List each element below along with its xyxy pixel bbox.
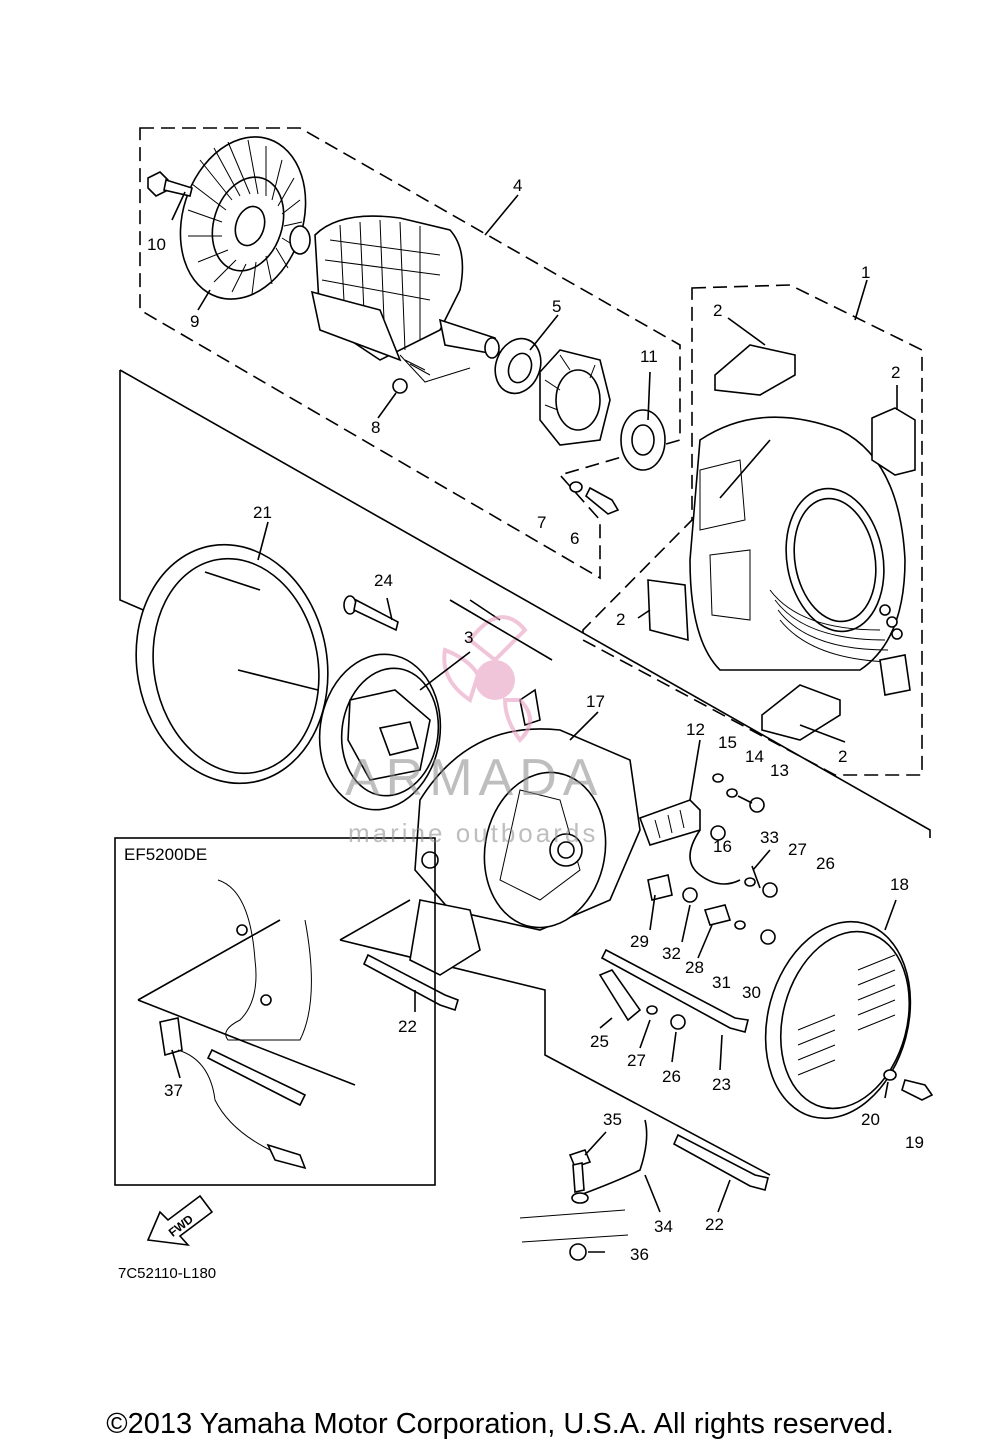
callout-27-upper: 27 [788,840,807,859]
bolt-19 [901,1079,934,1101]
callout-17: 17 [586,692,605,711]
stator-assembly [689,416,911,696]
copyright-notice: ©2013 Yamaha Motor Corporation, U.S.A. A… [106,1408,894,1440]
callout-20: 20 [861,1110,880,1129]
bearing [620,409,666,471]
callout-2-right: 2 [891,363,900,382]
bearing-housing [494,337,542,395]
callout-29: 29 [630,932,649,951]
group-1-boundary [582,284,923,776]
callout-34: 34 [654,1217,673,1236]
ground-bolt-35 [568,1149,592,1193]
ground-washer [571,1192,589,1204]
callout-7: 7 [537,513,546,532]
reference-code: 7C52110-L180 [118,1265,216,1282]
watermark-tagline: marine outboards [348,818,598,848]
callout-25: 25 [590,1032,609,1051]
callout-3: 3 [464,628,473,647]
bushing-32 [682,887,698,903]
callout-27-lower: 27 [627,1051,646,1070]
callout-32: 32 [662,944,681,963]
insulator-pad-d [761,684,841,741]
callout-4: 4 [513,176,522,195]
callout-10: 10 [147,235,166,254]
callout-28: 28 [685,958,704,977]
bracket-25 [598,969,642,1022]
watermark [442,615,532,744]
callout-6: 6 [570,529,579,548]
callout-8: 8 [371,418,380,437]
brush-holder [638,799,701,846]
rear-cover [409,688,641,976]
callout-11: 11 [640,347,658,366]
callout-22-lower: 22 [705,1215,724,1234]
callout-37: 37 [164,1081,183,1100]
washer-7 [569,481,583,493]
washer-31 [734,920,746,930]
screw-26b [670,1014,686,1030]
watermark-brand: ARMADA [345,749,603,807]
washer-27b [646,1005,658,1015]
screw-13 [737,795,765,813]
callout-18: 18 [890,875,909,894]
callout-13: 13 [770,761,789,780]
inset-ef5200de: EF5200DE [114,837,436,1186]
end-cover [764,920,912,1120]
callout-19: 19 [905,1133,924,1152]
callout-30: 30 [742,983,761,1002]
washer-15 [712,773,724,783]
exciter-stator [539,349,611,446]
callout-1: 1 [861,263,870,282]
brush-29 [647,874,673,901]
callout-21: 21 [253,503,272,522]
washer-27a [744,877,756,887]
through-bolt-22b [672,1133,769,1191]
callout-12: 12 [686,720,705,739]
callout-31: 31 [712,973,731,992]
insulator-pad-a [714,344,796,396]
ground-cable-34 [579,1119,648,1196]
callout-24: 24 [374,571,393,590]
callout-14: 14 [745,747,764,766]
callout-35: 35 [603,1110,622,1129]
group-4-boundary [139,127,681,580]
callout-36: 36 [630,1245,649,1264]
callout-5: 5 [552,297,561,316]
leader-lines [171,191,898,1253]
cooling-fan [179,136,307,300]
rotor-magnet [318,653,442,811]
callout-2-bottom: 2 [838,747,847,766]
rotor-assembly [289,215,502,383]
callout-23: 23 [712,1075,731,1094]
ground-lead-33 [689,829,741,885]
washer-14 [726,788,738,798]
callout-2-left: 2 [616,610,625,629]
frame-plate [519,1209,629,1243]
washer-20 [883,1069,897,1081]
insulator-pad-b [871,407,916,476]
bolt-6 [584,486,620,515]
nut-36 [569,1243,587,1261]
nut-16 [710,825,726,841]
inset-title: EF5200DE [124,845,207,864]
screw-30 [760,929,776,945]
through-bolt-23 [600,948,749,1033]
callout-15: 15 [718,733,737,752]
through-bolt-24 [343,595,399,632]
insulator-pad-c [647,579,689,642]
fwd-arrow: FWD [146,1194,214,1247]
callout-22-upper: 22 [398,1017,417,1036]
callout-9: 9 [190,312,199,331]
callout-2-top: 2 [713,301,722,320]
callout-33: 33 [760,828,779,847]
screw-26a [762,882,778,898]
rotor-nut [392,378,408,394]
callout-16: 16 [713,837,732,856]
callout-26-lower: 26 [662,1067,681,1086]
clip-28 [703,904,732,926]
housing-band [135,543,329,785]
callout-26-upper: 26 [816,854,835,873]
